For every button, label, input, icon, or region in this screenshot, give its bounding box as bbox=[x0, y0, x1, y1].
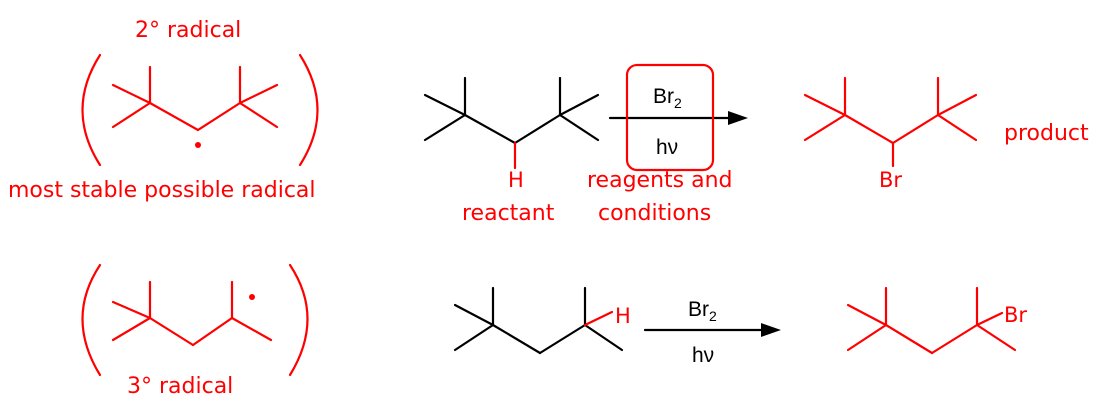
secondary-radical-group: 2° radical bbox=[81, 18, 319, 167]
most-stable-radical-label: most stable possible radical bbox=[8, 178, 316, 203]
right-parenthesis bbox=[298, 53, 319, 167]
radical-dot bbox=[195, 142, 201, 148]
reactant-1-hydrogen: H bbox=[508, 168, 524, 192]
reagents-label-line2: conditions bbox=[598, 201, 711, 226]
left-parenthesis bbox=[81, 53, 102, 167]
ch-bond bbox=[583, 310, 614, 327]
secondary-radical-structure bbox=[111, 65, 279, 132]
reaction-2-condition: hν bbox=[692, 344, 714, 367]
reactant-label: reactant bbox=[462, 201, 555, 226]
radical-dot bbox=[249, 294, 255, 300]
product-1-bromine: Br bbox=[879, 168, 902, 192]
product-2-bromine: Br bbox=[1004, 303, 1027, 327]
reagents-label-line1: reagents and bbox=[587, 168, 733, 193]
tertiary-radical-group: 3° radical bbox=[81, 263, 309, 399]
product-1-structure bbox=[803, 76, 978, 168]
right-parenthesis bbox=[288, 263, 309, 377]
left-parenthesis bbox=[81, 263, 102, 377]
reaction-1-arrow bbox=[608, 111, 748, 125]
reactant-2-structure bbox=[453, 286, 624, 355]
tertiary-radical-structure bbox=[111, 280, 273, 347]
reactant-1-structure bbox=[423, 76, 600, 170]
reaction-1-condition: hν bbox=[656, 136, 678, 159]
tertiary-radical-label: 3° radical bbox=[127, 374, 233, 399]
reaction-2-arrow bbox=[643, 323, 781, 337]
secondary-radical-label: 2° radical bbox=[135, 18, 241, 43]
reaction-2-reagent: Br2 bbox=[688, 298, 717, 324]
product-label: product bbox=[1004, 121, 1089, 146]
reactant-2-hydrogen: H bbox=[615, 304, 631, 328]
reaction-1-reagent: Br2 bbox=[653, 85, 682, 111]
product-2-structure bbox=[846, 286, 1017, 355]
reagents-box bbox=[625, 63, 715, 172]
